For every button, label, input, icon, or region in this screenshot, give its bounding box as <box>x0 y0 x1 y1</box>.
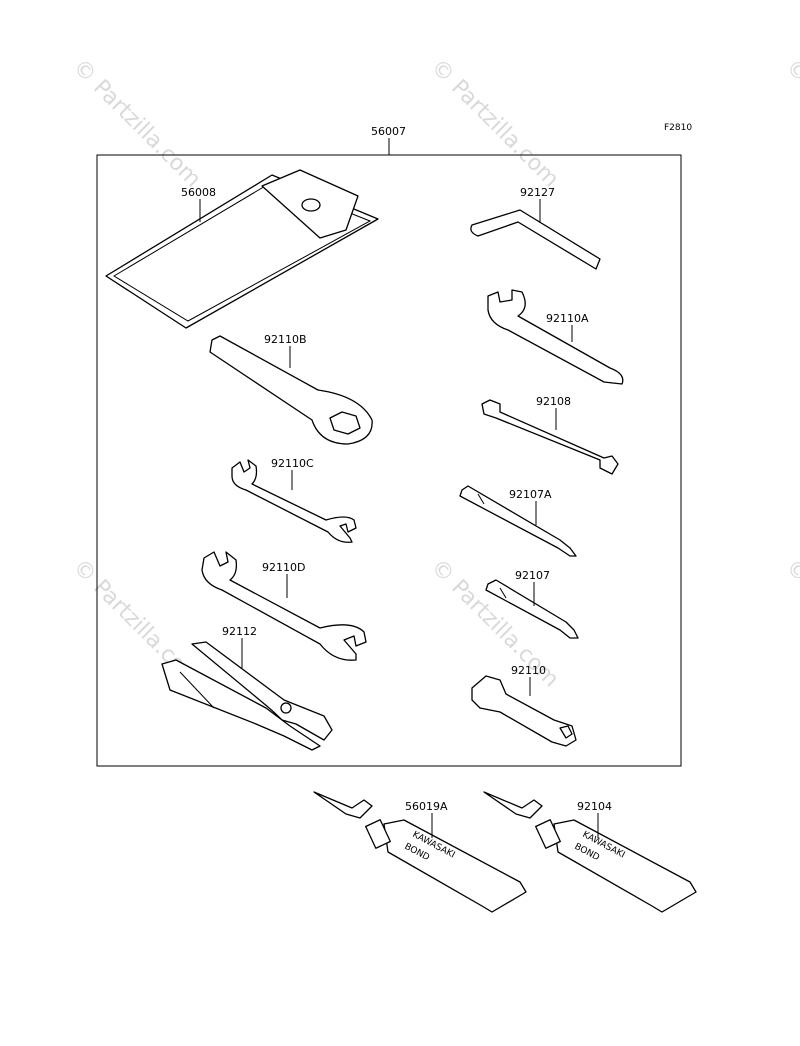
figure-code: F2810 <box>664 123 692 133</box>
label-92110C[interactable]: 92110C <box>271 457 314 470</box>
label-92107A[interactable]: 92107A <box>509 488 552 501</box>
label-92110A[interactable]: 92110A <box>546 312 589 325</box>
label-56008[interactable]: 56008 <box>181 186 216 199</box>
tool-bag-drawing <box>105 169 379 329</box>
label-92104[interactable]: 92104 <box>577 800 612 813</box>
socket-drawing <box>471 675 577 747</box>
label-56007[interactable]: 56007 <box>371 125 406 138</box>
label-92110D[interactable]: 92110D <box>262 561 305 574</box>
label-92110[interactable]: 92110 <box>511 664 546 677</box>
watermark-group: © Partzilla.com © Partzilla.com © Partzi… <box>68 55 800 693</box>
label-92108[interactable]: 92108 <box>536 395 571 408</box>
wrench-92110a-drawing <box>487 289 624 385</box>
watermark-5: © Partzilla.com <box>781 55 800 193</box>
hex-key-drawing <box>470 209 601 270</box>
wrench-92110b-drawing <box>209 335 373 445</box>
label-92107[interactable]: 92107 <box>515 569 550 582</box>
watermark-6: © Partzilla.com <box>781 555 800 693</box>
wrench-92110c-drawing <box>231 459 357 543</box>
label-92127[interactable]: 92127 <box>520 186 555 199</box>
wrench-92110d-drawing <box>201 551 367 661</box>
bond-tube-92104-drawing: KAWASAKI BOND <box>483 791 697 913</box>
bond-tube-56019a-drawing: KAWASAKI BOND <box>313 791 527 913</box>
watermark-2: © Partzilla.com <box>426 55 564 193</box>
driver-92107-drawing <box>485 579 579 639</box>
label-56019A[interactable]: 56019A <box>405 800 448 813</box>
label-92112[interactable]: 92112 <box>222 625 257 638</box>
wrench-92108-drawing <box>481 399 619 475</box>
kit-frame <box>96 154 682 767</box>
label-92110B[interactable]: 92110B <box>264 333 307 346</box>
watermark-1: © Partzilla.com <box>68 55 206 193</box>
driver-92107a-drawing <box>459 485 577 557</box>
pliers-drawing <box>161 641 333 751</box>
